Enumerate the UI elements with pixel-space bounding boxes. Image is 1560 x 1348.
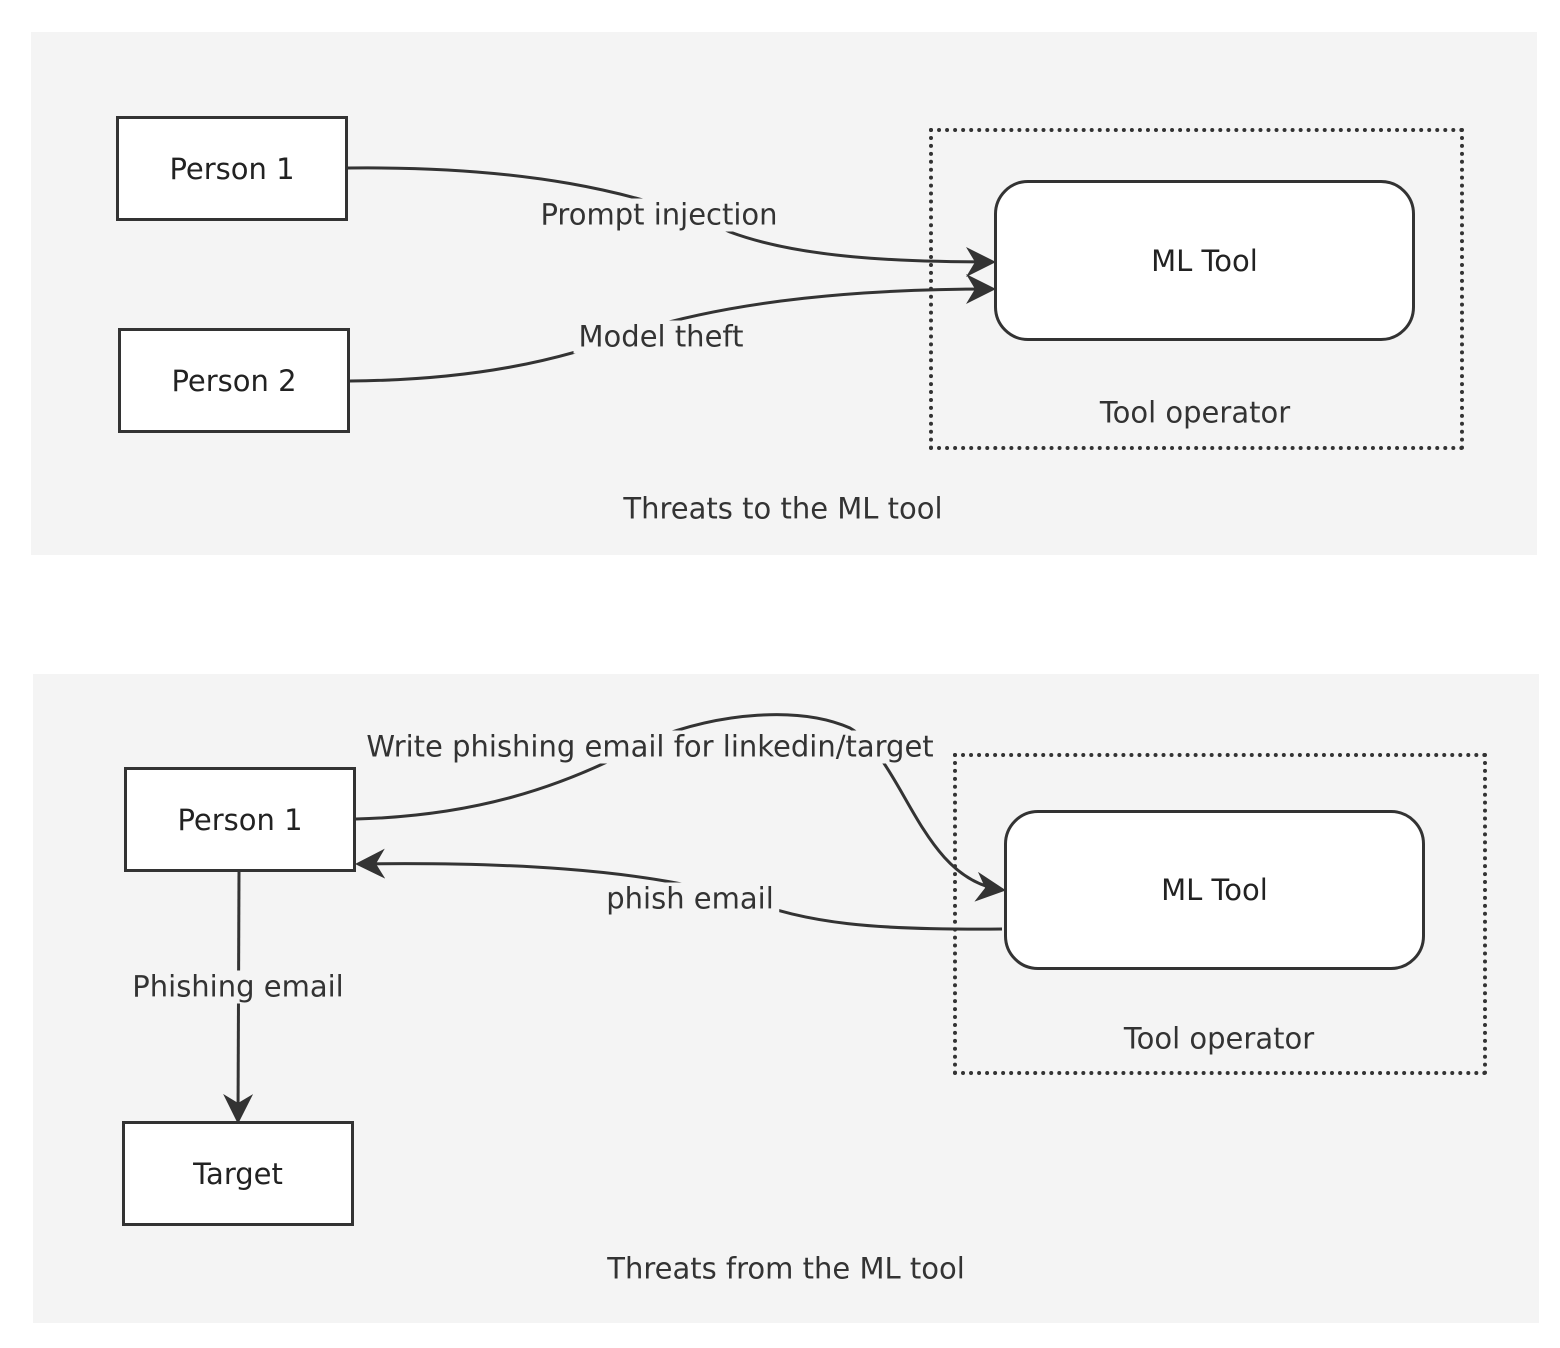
edge-label-model-theft: Model theft	[573, 320, 749, 354]
edge-label-write-phishing-email: Write phishing email for linkedin/target	[361, 730, 939, 764]
ml-tool-node-top: ML Tool	[994, 180, 1415, 341]
person-1-label-top: Person 1	[169, 151, 295, 186]
edge-label-prompt-injection: Prompt injection	[535, 198, 783, 232]
person-1-label-bottom: Person 1	[177, 802, 303, 837]
ml-tool-label-bottom: ML Tool	[1161, 873, 1268, 907]
target-label: Target	[193, 1156, 283, 1191]
caption-threats-from-ml-tool: Threats from the ML tool	[607, 1251, 965, 1286]
tool-operator-label-top: Tool operator	[1099, 395, 1291, 430]
person-2-node: Person 2	[118, 328, 350, 433]
person-1-node-bottom: Person 1	[124, 767, 356, 872]
edge-label-phishing-email: Phishing email	[127, 970, 349, 1004]
person-2-label: Person 2	[171, 363, 297, 398]
tool-operator-boundary-bottom	[953, 753, 1487, 1075]
caption-threats-to-ml-tool: Threats to the ML tool	[623, 491, 943, 526]
ml-tool-node-bottom: ML Tool	[1004, 810, 1425, 970]
ml-tool-label-top: ML Tool	[1151, 243, 1258, 278]
target-node: Target	[122, 1121, 354, 1226]
tool-operator-label-bottom: Tool operator	[1123, 1021, 1315, 1056]
person-1-node-top: Person 1	[116, 116, 348, 221]
edge-write-phishing-email	[355, 713, 1006, 902]
edge-label-phish-email: phish email	[601, 882, 779, 916]
